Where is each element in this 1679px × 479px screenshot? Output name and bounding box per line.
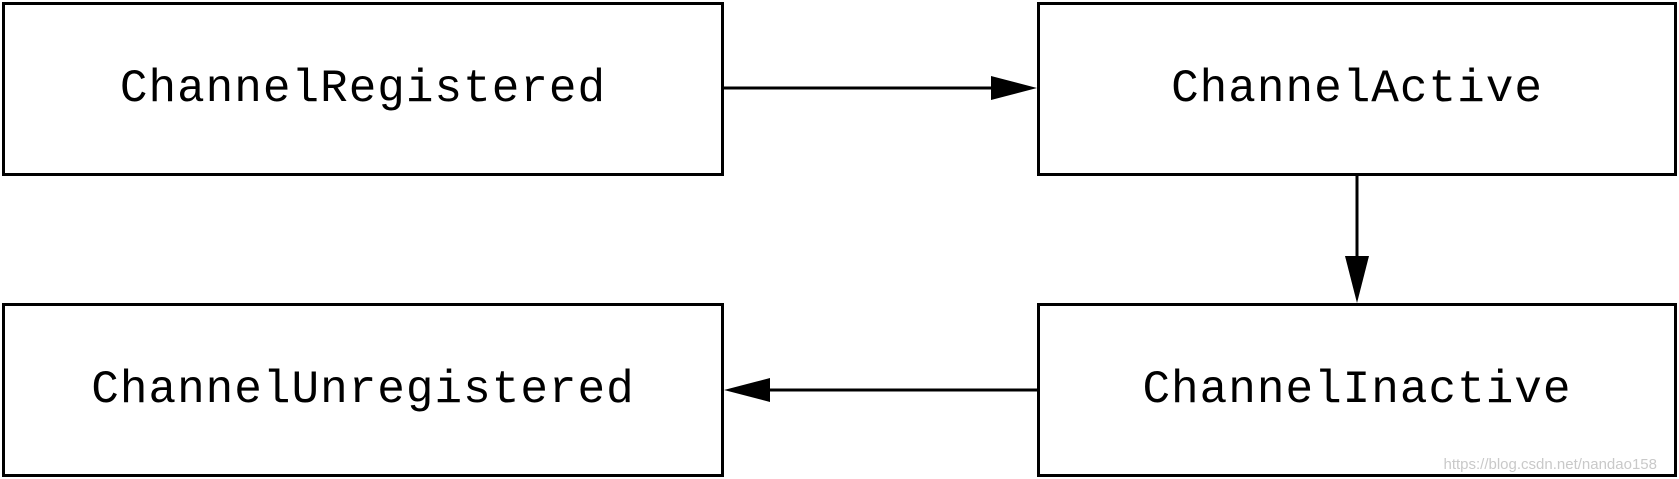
node-label: ChannelRegistered bbox=[119, 63, 607, 115]
node-label: ChannelInactive bbox=[1142, 364, 1572, 416]
node-channel-unregistered: ChannelUnregistered bbox=[2, 303, 724, 477]
node-channel-inactive: ChannelInactive bbox=[1037, 303, 1677, 477]
edge-active-to-inactive bbox=[1345, 176, 1369, 303]
watermark-text: https://blog.csdn.net/nandao158 bbox=[1443, 456, 1657, 473]
arrowhead-left bbox=[724, 378, 770, 402]
edge-inactive-to-unregistered bbox=[724, 378, 1037, 402]
node-label: ChannelUnregistered bbox=[91, 364, 635, 416]
arrowhead-down bbox=[1345, 256, 1369, 303]
node-channel-active: ChannelActive bbox=[1037, 2, 1677, 176]
node-label: ChannelActive bbox=[1171, 63, 1543, 115]
node-channel-registered: ChannelRegistered bbox=[2, 2, 724, 176]
arrowhead-right bbox=[991, 76, 1037, 100]
edge-registered-to-active bbox=[724, 76, 1037, 100]
